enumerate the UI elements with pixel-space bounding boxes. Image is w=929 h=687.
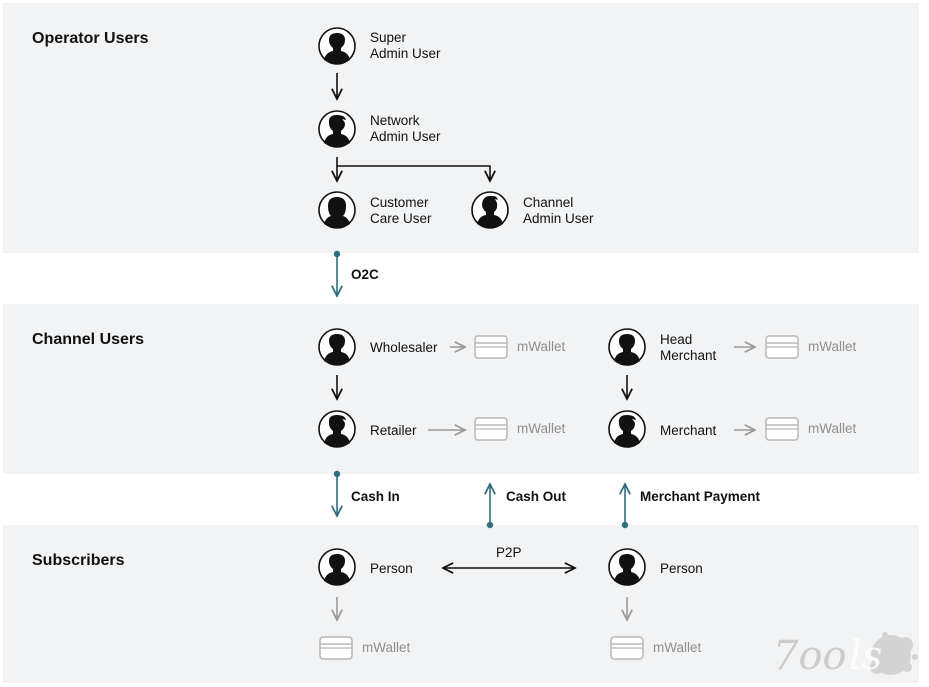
- person-right-label: Person: [660, 561, 703, 576]
- wallet-card-icon: [319, 636, 353, 660]
- user-avatar-icon: [318, 27, 356, 65]
- user-avatar-icon: [318, 410, 356, 448]
- wallet-card-icon: [474, 417, 508, 441]
- user-avatar-icon: [608, 548, 646, 586]
- wallet-card-icon: [765, 335, 799, 359]
- person-left-wallet-label: mWallet: [362, 640, 411, 655]
- svg-text:ls: ls: [849, 633, 882, 679]
- cash-in-label: Cash In: [351, 489, 400, 504]
- svg-text:7oo: 7oo: [773, 633, 847, 679]
- user-avatar-icon: [471, 191, 509, 229]
- wholesaler-wallet-label: mWallet: [517, 339, 566, 354]
- head-merchant-wallet-label: mWallet: [808, 339, 857, 354]
- p2p-label: P2P: [496, 545, 522, 560]
- retailer-label: Retailer: [370, 423, 417, 438]
- o2c-label: O2C: [351, 267, 379, 282]
- operator-users-band: [3, 3, 919, 253]
- retailer-wallet-label: mWallet: [517, 421, 566, 436]
- user-avatar-female-icon: [318, 191, 356, 229]
- wallet-card-icon: [474, 335, 508, 359]
- merchant-label: Merchant: [660, 423, 717, 438]
- watermark-logo: 7oo ls: [773, 632, 918, 679]
- user-avatar-icon: [318, 548, 356, 586]
- user-avatar-icon: [318, 110, 356, 148]
- cash-out-label: Cash Out: [506, 489, 567, 504]
- user-avatar-icon: [318, 328, 356, 366]
- person-left-label: Person: [370, 561, 413, 576]
- merchant-payment-label: Merchant Payment: [640, 489, 761, 504]
- user-avatar-icon: [608, 328, 646, 366]
- subscribers-title: Subscribers: [32, 552, 125, 569]
- person-right-wallet-label: mWallet: [653, 640, 702, 655]
- arrow-network-to-channel-admin: [337, 165, 490, 181]
- wallet-card-icon: [765, 417, 799, 441]
- operator-users-title: Operator Users: [32, 30, 149, 47]
- user-avatar-icon: [608, 410, 646, 448]
- channel-users-band: [3, 304, 919, 474]
- merchant-wallet-label: mWallet: [808, 421, 857, 436]
- wallet-card-icon: [610, 636, 644, 660]
- wholesaler-label: Wholesaler: [370, 340, 438, 355]
- subscribers-band: [3, 525, 919, 683]
- channel-users-title: Channel Users: [32, 331, 145, 348]
